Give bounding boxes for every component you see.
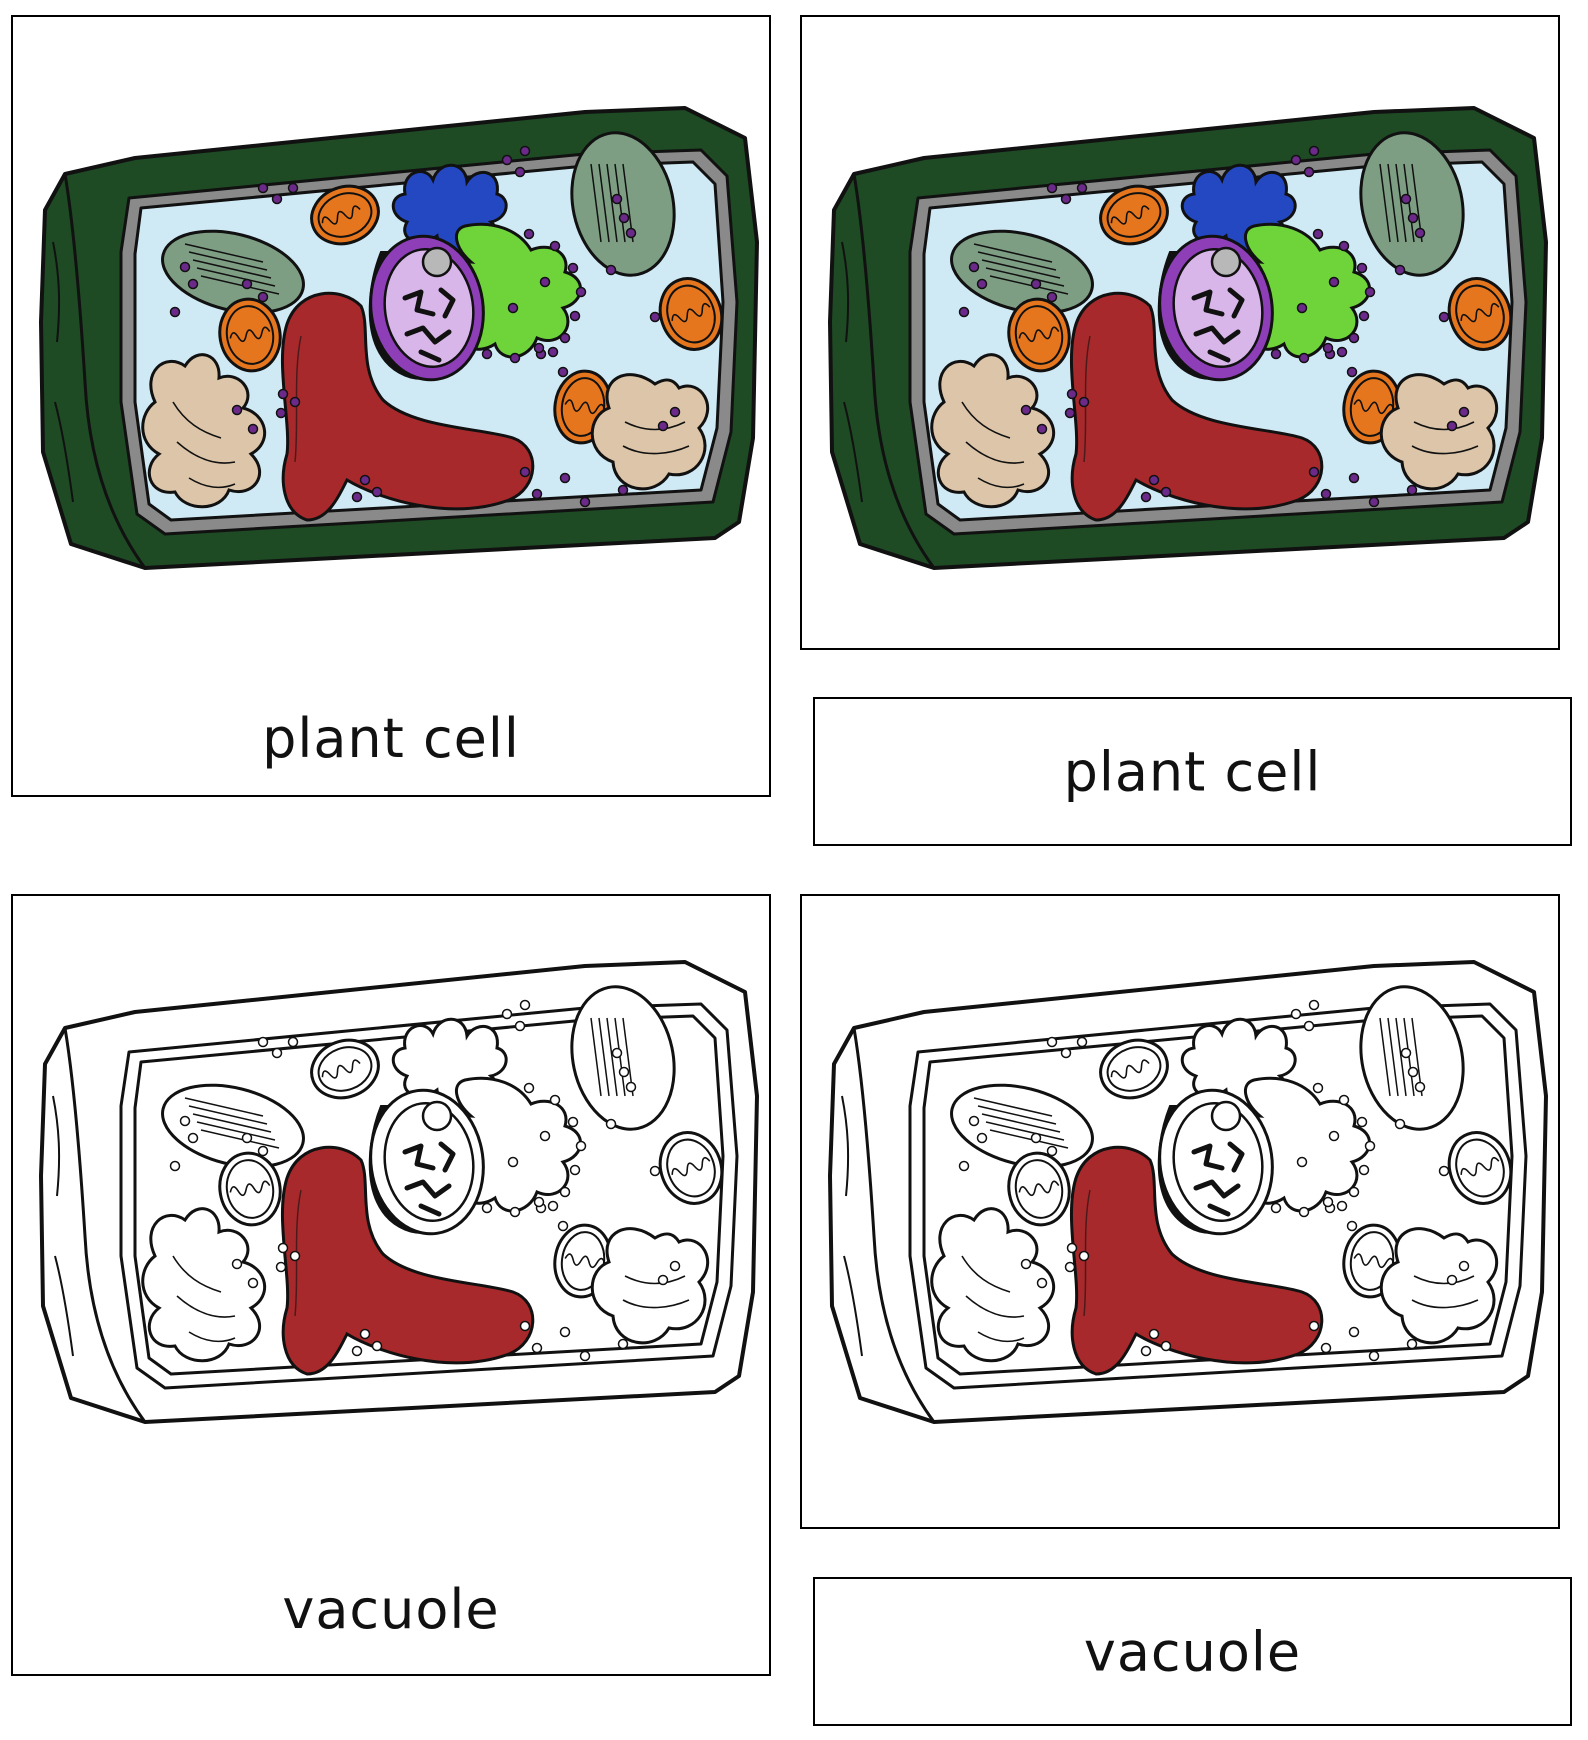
- mitochondrion: [658, 1131, 724, 1205]
- plant-cell-illustration: [828, 960, 1548, 1424]
- chloroplast: [1359, 131, 1465, 277]
- mitochondrion: [310, 184, 380, 246]
- golgi-body: [1379, 373, 1499, 491]
- mitochondrion: [1007, 1151, 1071, 1227]
- label-card-plant-cell: plant cell: [813, 697, 1572, 846]
- golgi-body: [930, 353, 1056, 509]
- vacuole: [281, 291, 535, 522]
- card-label: plant cell: [1063, 740, 1322, 803]
- card-label: plant cell: [262, 707, 520, 770]
- golgi-body: [141, 353, 267, 509]
- mitochondrion: [218, 297, 282, 373]
- mitochondrion: [218, 1151, 282, 1227]
- control-card-vacuole: vacuole: [11, 894, 771, 1676]
- vacuole: [1070, 1145, 1324, 1376]
- card-label: vacuole: [1083, 1620, 1302, 1683]
- picture-card-plant-cell: [800, 15, 1560, 650]
- chloroplast: [570, 985, 676, 1131]
- vacuole: [1070, 291, 1324, 522]
- vacuole: [281, 1145, 535, 1376]
- chloroplast: [950, 1083, 1094, 1169]
- plant-cell-illustration: [828, 106, 1548, 570]
- chloroplast: [161, 1083, 305, 1169]
- golgi-body: [1379, 1227, 1499, 1345]
- mitochondrion: [1447, 1131, 1513, 1205]
- control-card-plant-cell: plant cell: [11, 15, 771, 797]
- label-card-vacuole: vacuole: [813, 1577, 1572, 1726]
- chloroplast: [161, 229, 305, 315]
- golgi-body: [590, 1227, 710, 1345]
- picture-card-vacuole: [800, 894, 1560, 1529]
- plant-cell-illustration: [39, 960, 759, 1424]
- plant-cell-illustration: [39, 106, 759, 570]
- nucleus: [368, 234, 485, 382]
- golgi-body: [141, 1207, 267, 1363]
- mitochondrion: [310, 1038, 380, 1100]
- golgi-body: [590, 373, 710, 491]
- chloroplast: [570, 131, 676, 277]
- chloroplast: [950, 229, 1094, 315]
- mitochondrion: [1007, 297, 1071, 373]
- mitochondrion: [1447, 277, 1513, 351]
- mitochondrion: [658, 277, 724, 351]
- card-label: vacuole: [282, 1578, 500, 1641]
- golgi-body: [930, 1207, 1056, 1363]
- nucleus: [1157, 1088, 1274, 1236]
- mitochondrion: [1099, 1038, 1169, 1100]
- nucleus: [368, 1088, 485, 1236]
- mitochondrion: [1099, 184, 1169, 246]
- nucleus: [1157, 234, 1274, 382]
